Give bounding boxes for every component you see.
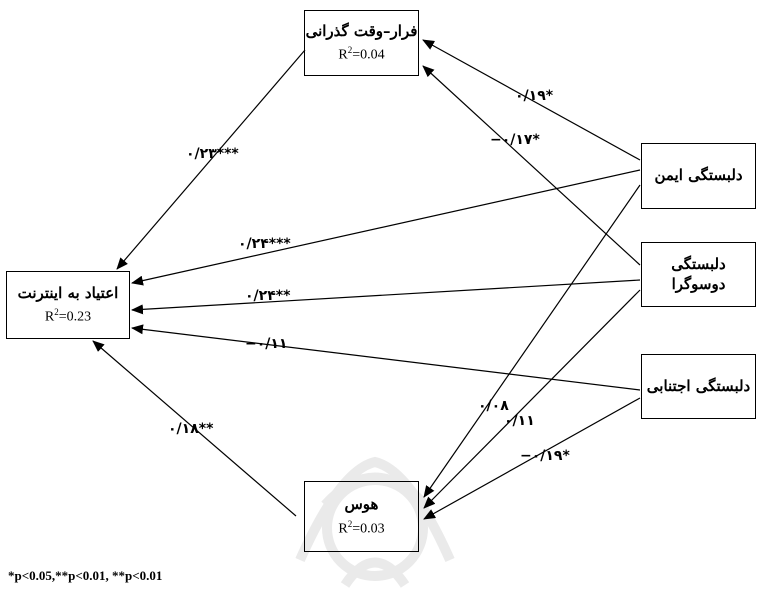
node-avoidant-title: دلبستگی اجتنابی — [646, 376, 751, 395]
node-avoidant: دلبستگی اجتنابی — [641, 354, 756, 419]
path-arrow-secure-to-lust — [423, 184, 641, 498]
path-arrow-secure-to-addiction — [131, 169, 641, 286]
node-escape-r2: R2=0.04 — [338, 45, 385, 64]
path-label-ambivalent-lust: ۰/۱۱ — [504, 413, 535, 429]
node-ambivalent: دلبستگی دوسوگرا — [641, 242, 756, 307]
path-arrow-avoidant-to-addiction — [131, 324, 641, 391]
node-lust: هوس R2=0.03 — [304, 481, 419, 552]
node-escape-title: فرار–وقت گذرانی — [305, 21, 418, 40]
node-addiction: اعتیاد به اینترنت R2=0.23 — [6, 271, 130, 339]
path-arrow-ambivalent-to-lust — [423, 289, 641, 509]
node-lust-title: هوس — [344, 495, 379, 514]
path-label-avoidant-lust: −۰/۱۹* — [520, 448, 570, 464]
node-secure: دلبستگی ایمن — [641, 143, 756, 209]
path-label-ambivalent-addiction: ۰/۲۴** — [245, 288, 291, 304]
node-lust-r2: R2=0.03 — [338, 518, 385, 537]
path-arrow-secure-to-escape — [422, 39, 641, 161]
path-arrow-ambivalent-to-escape — [422, 65, 641, 266]
node-addiction-title: اعتیاد به اینترنت — [17, 283, 119, 302]
path-arrow-ambivalent-to-addiction — [131, 279, 641, 315]
path-label-secure-lust: ۰/۰۸ — [478, 398, 509, 414]
node-ambivalent-title: دلبستگی دوسوگرا — [671, 255, 726, 293]
path-arrow-lust-to-addiction — [92, 340, 297, 517]
path-arrow-avoidant-to-lust — [423, 397, 641, 520]
node-secure-title: دلبستگی ایمن — [654, 166, 743, 185]
path-label-secure-escape: ۰/۱۹* — [515, 88, 554, 104]
footnote: *p<0.05,**p<0.01, **p<0.01 — [8, 568, 163, 583]
path-arrow-escape-to-addiction — [116, 49, 306, 270]
path-label-secure-addiction: ۰/۲۴*** — [238, 236, 291, 252]
path-label-lust-addiction: ۰/۱۸** — [168, 421, 214, 437]
node-escape: فرار–وقت گذرانی R2=0.04 — [304, 10, 419, 76]
node-addiction-r2: R2=0.23 — [44, 307, 92, 326]
path-label-ambivalent-escape: −۰/۱۷* — [490, 132, 540, 148]
path-label-avoidant-addiction: −۰/۱۱ — [245, 336, 288, 352]
path-label-escape-addiction: ۰/۲۳*** — [186, 146, 239, 162]
